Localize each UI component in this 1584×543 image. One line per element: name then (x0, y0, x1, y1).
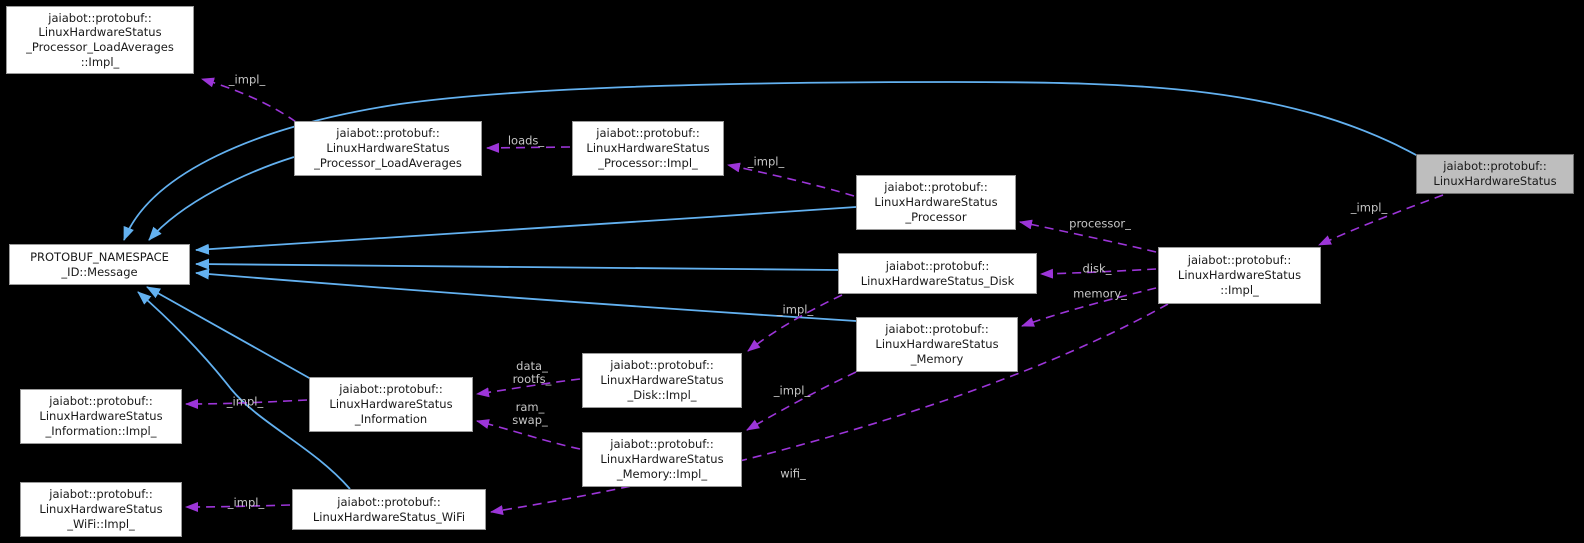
edge-label-ram-swap: ram_ swap_ (512, 399, 548, 427)
edge-usage-data-rootfs (476, 378, 581, 398)
edge-label-memory: memory_ (1073, 286, 1127, 301)
edge-usage-impl-memory (746, 371, 857, 431)
edge-label-impl-processor: _impl_ (747, 154, 785, 169)
node-protobuf-message: PROTOBUF_NAMESPACE _ID::Message (9, 244, 190, 285)
node-wifi-impl: jaiabot::protobuf:: LinuxHardwareStatus … (20, 482, 182, 537)
node-loadaverages-impl: jaiabot::protobuf:: LinuxHardwareStatus … (6, 6, 194, 74)
edge-inherit-processor (195, 206, 857, 255)
edge-label-impl-linuxhardwarestatus: _impl_ (1350, 200, 1388, 215)
edge-usage-impl-processor (727, 162, 855, 197)
edge-usage-impl-loadaverages (201, 77, 297, 123)
edge-label-impl-disk: _impl_ (776, 302, 814, 317)
edge-inherit-linuxhardwarestatus (123, 81, 1419, 241)
node-loadaverages[interactable]: jaiabot::protobuf:: LinuxHardwareStatus … (294, 121, 482, 176)
edge-usage-impl-linuxhardwarestatus (1318, 194, 1444, 246)
edge-usage-impl-wifi (185, 501, 291, 512)
edge-label-disk: disk_ (1082, 261, 1112, 276)
edge-usage-wifi (490, 303, 1169, 516)
edge-inherit-disk (195, 258, 839, 271)
edge-inherit-loadaverages (148, 156, 295, 241)
edge-label-processor: processor_ (1069, 216, 1131, 231)
node-processor-impl: jaiabot::protobuf:: LinuxHardwareStatus … (572, 121, 724, 176)
node-information-impl: jaiabot::protobuf:: LinuxHardwareStatus … (20, 389, 182, 444)
node-linuxhardwarestatus: jaiabot::protobuf:: LinuxHardwareStatus (1416, 154, 1574, 194)
edge-label-impl-loadaverages: _impl_ (228, 72, 266, 87)
node-disk[interactable]: jaiabot::protobuf:: LinuxHardwareStatus_… (838, 253, 1037, 294)
node-information[interactable]: jaiabot::protobuf:: LinuxHardwareStatus … (309, 377, 473, 432)
edge-usage-memory (1021, 287, 1157, 327)
node-wifi[interactable]: jaiabot::protobuf:: LinuxHardwareStatus_… (292, 489, 486, 530)
edge-label-wifi: wifi_ (780, 466, 806, 481)
edge-label-impl-wifi: _impl_ (227, 495, 265, 510)
edge-usage-processor (1019, 219, 1157, 253)
node-memory[interactable]: jaiabot::protobuf:: LinuxHardwareStatus … (856, 317, 1018, 372)
edge-usage-impl-information (185, 398, 308, 409)
edge-label-impl-memory: _impl_ (773, 383, 811, 398)
edge-inherit-wifi (137, 291, 351, 490)
node-processor[interactable]: jaiabot::protobuf:: LinuxHardwareStatus … (856, 175, 1016, 230)
node-memory-impl: jaiabot::protobuf:: LinuxHardwareStatus … (582, 432, 742, 487)
edge-label-data-rootfs: data_ rootfs_ (512, 358, 552, 386)
edge-inherit-memory (195, 268, 857, 322)
node-linuxhardwarestatus-impl: jaiabot::protobuf:: LinuxHardwareStatus … (1158, 247, 1321, 304)
edge-label-loads: loads_ (507, 133, 545, 148)
node-disk-impl: jaiabot::protobuf:: LinuxHardwareStatus … (582, 353, 742, 408)
edge-inherit-information (146, 286, 312, 380)
edge-label-impl-information: _impl_ (226, 394, 264, 409)
edge-usage-ram-swap (476, 419, 581, 450)
